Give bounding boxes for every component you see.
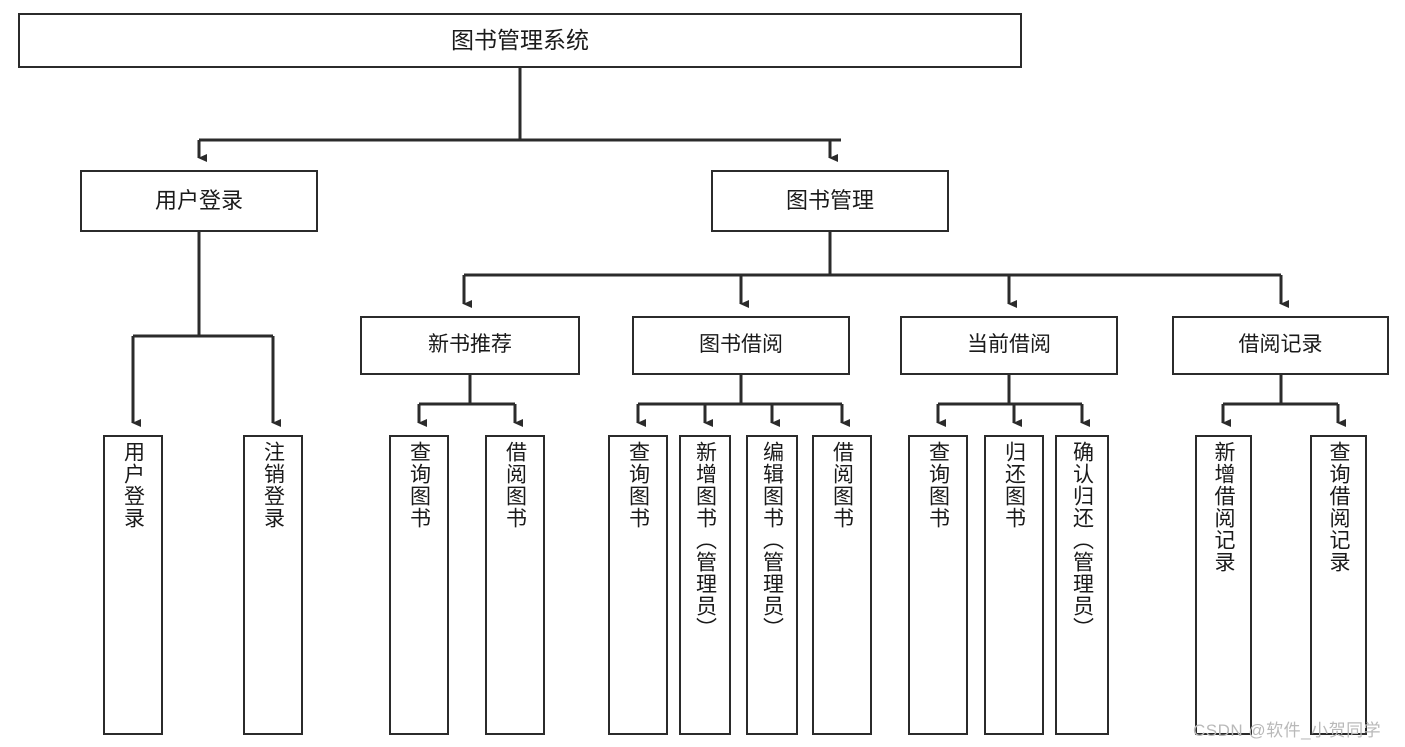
leaf-node-label: 注销登录 — [261, 441, 285, 529]
leaf-node-label: 查询图书 — [926, 441, 950, 529]
node-book-management-label: 图书管理 — [785, 188, 874, 214]
leaf-node[interactable]: 编辑图书（管理员） — [746, 435, 798, 735]
node-new-book-recommend[interactable]: 新书推荐 — [360, 316, 580, 375]
node-book-borrow-label: 图书借阅 — [699, 333, 783, 357]
leaf-node[interactable]: 查询借阅记录 — [1310, 435, 1367, 735]
node-current-borrow[interactable]: 当前借阅 — [900, 316, 1118, 375]
leaf-node[interactable]: 归还图书 — [984, 435, 1044, 735]
leaf-node-label: 查询借阅记录 — [1327, 441, 1350, 573]
leaf-node[interactable]: 借阅图书 — [485, 435, 545, 735]
node-user-login[interactable]: 用户登录 — [80, 170, 318, 232]
leaf-node[interactable]: 查询图书 — [608, 435, 668, 735]
node-user-login-label: 用户登录 — [154, 188, 243, 214]
leaf-node[interactable]: 新增借阅记录 — [1195, 435, 1252, 735]
leaf-node[interactable]: 注销登录 — [243, 435, 303, 735]
node-new-book-recommend-label: 新书推荐 — [428, 333, 512, 357]
leaf-node-label: 借阅图书 — [830, 441, 854, 529]
node-borrow-record[interactable]: 借阅记录 — [1172, 316, 1389, 375]
leaf-node-label: 新增图书（管理员） — [693, 441, 717, 639]
node-current-borrow-label: 当前借阅 — [967, 333, 1051, 357]
leaf-node-label: 确认归还（管理员） — [1070, 441, 1094, 639]
node-book-borrow[interactable]: 图书借阅 — [632, 316, 850, 375]
leaf-node[interactable]: 确认归还（管理员） — [1055, 435, 1109, 735]
leaf-node[interactable]: 查询图书 — [389, 435, 449, 735]
leaf-node-label: 查询图书 — [407, 441, 431, 529]
leaf-node-label: 用户登录 — [121, 441, 145, 529]
leaf-node[interactable]: 查询图书 — [908, 435, 968, 735]
leaf-node-label: 归还图书 — [1002, 441, 1026, 529]
csdn-watermark: CSDN @软件_小贺同学 — [1193, 721, 1382, 740]
leaf-node[interactable]: 用户登录 — [103, 435, 163, 735]
leaf-node-label: 借阅图书 — [503, 441, 527, 529]
node-book-management[interactable]: 图书管理 — [711, 170, 949, 232]
leaf-node-label: 查询图书 — [626, 441, 650, 529]
node-root[interactable]: 图书管理系统 — [18, 13, 1022, 68]
leaf-node[interactable]: 借阅图书 — [812, 435, 872, 735]
leaf-node[interactable]: 新增图书（管理员） — [679, 435, 731, 735]
leaf-node-label: 新增借阅记录 — [1212, 441, 1235, 573]
node-borrow-record-label: 借阅记录 — [1238, 333, 1323, 357]
node-root-label: 图书管理系统 — [451, 26, 589, 53]
leaf-node-label: 编辑图书（管理员） — [760, 441, 784, 639]
